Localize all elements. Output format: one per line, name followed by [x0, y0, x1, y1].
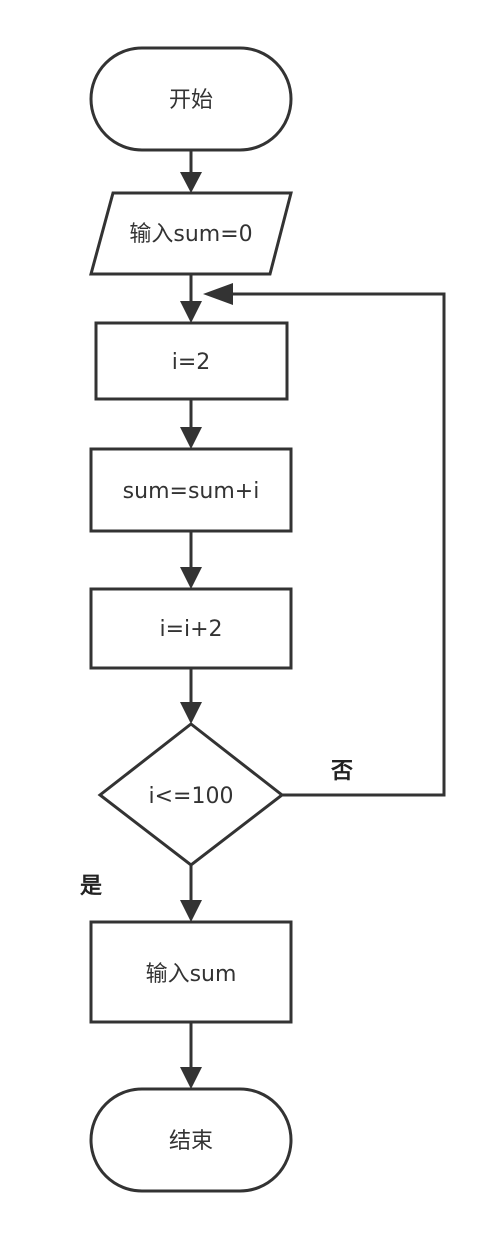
- node-end: 结束: [89, 1087, 293, 1193]
- arrowhead-condition-yes-to-output: [180, 900, 202, 922]
- condition-label: i<=100: [149, 784, 234, 809]
- node-accumulate: sum=sum+i: [89, 447, 293, 533]
- output-sum-label: 输入sum: [146, 962, 237, 987]
- condition-decision-shape: [97, 722, 285, 867]
- arrowhead-init-to-accumulate: [180, 427, 202, 449]
- accumulate-process-shape: [89, 447, 293, 533]
- node-output-sum: 输入sum: [89, 920, 293, 1024]
- increment-label: i=i+2: [159, 617, 222, 642]
- input-sum-label: 输入sum=0: [129, 222, 252, 247]
- connectors: [180, 150, 446, 1089]
- arrowhead-output-to-end: [180, 1067, 202, 1089]
- arrowhead-increment-to-condition: [180, 702, 202, 724]
- start-label: 开始: [169, 88, 213, 113]
- accumulate-label: sum=sum+i: [123, 479, 260, 504]
- node-increment: i=i+2: [89, 587, 293, 670]
- arrowhead-loop-back: [203, 283, 233, 305]
- arrowhead-input-to-init: [180, 301, 202, 323]
- start-terminator-shape: [89, 46, 293, 152]
- init-i-label: i=2: [172, 350, 211, 375]
- branch-label-yes: 是: [80, 874, 102, 899]
- end-label: 结束: [169, 1129, 213, 1154]
- output-process-shape: [89, 920, 293, 1024]
- init-i-process-shape: [94, 321, 289, 401]
- branch-label-no: 否: [330, 759, 353, 784]
- node-init-i: i=2: [94, 321, 289, 401]
- arrowhead-start-to-input: [180, 172, 202, 193]
- arrowhead-accumulate-to-increment: [180, 567, 202, 589]
- input-parallelogram-shape: [89, 191, 293, 276]
- node-input-sum: 输入sum=0: [89, 191, 293, 276]
- end-terminator-shape: [89, 1087, 293, 1193]
- edge-condition-no-loop: [225, 292, 446, 797]
- increment-process-shape: [89, 587, 293, 670]
- node-start: 开始: [89, 46, 293, 152]
- node-condition: i<=100: [97, 722, 285, 867]
